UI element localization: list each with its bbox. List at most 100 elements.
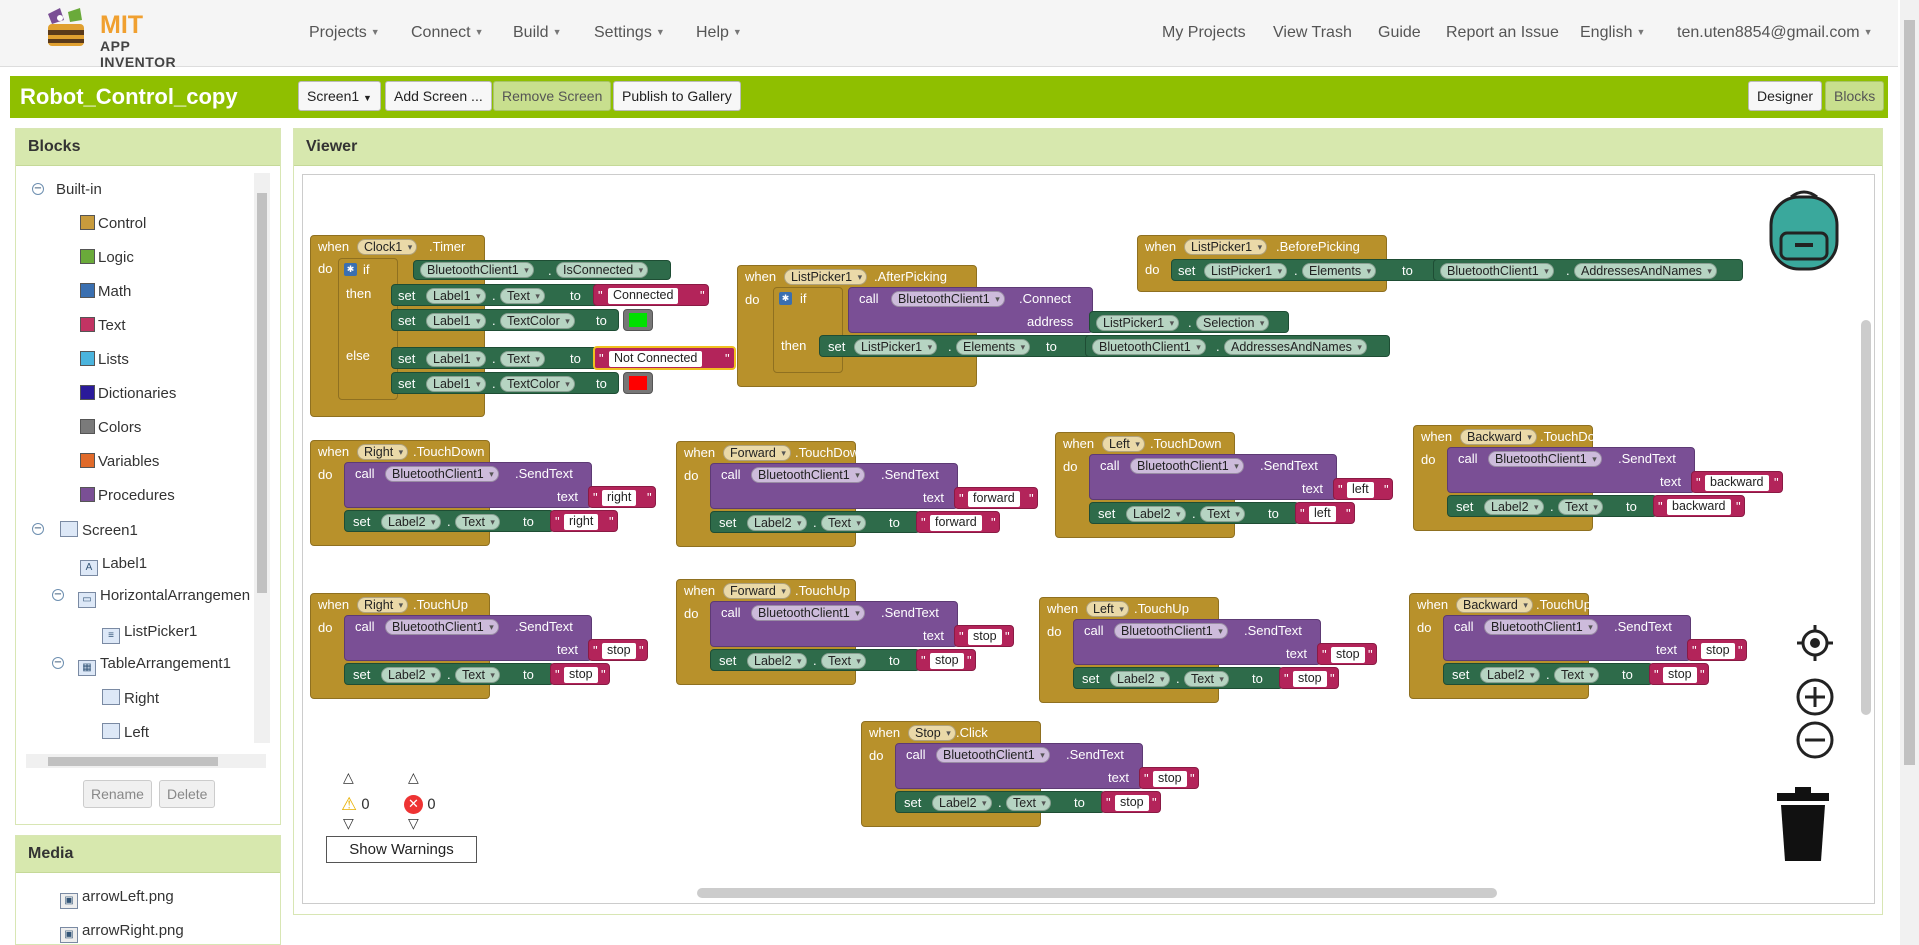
property-dropdown[interactable]: Elements <box>1302 263 1377 279</box>
property-dropdown[interactable]: Text <box>1558 499 1603 515</box>
text-value[interactable]: stop <box>602 643 636 659</box>
backpack-icon[interactable] <box>1761 189 1847 279</box>
property-dropdown[interactable]: Text <box>821 515 866 531</box>
property-dropdown[interactable]: AddressesAndNames <box>1574 263 1717 279</box>
component-dropdown[interactable]: Right <box>357 597 409 613</box>
builtin-category-text[interactable]: Text <box>80 317 126 334</box>
workspace-vertical-scrollbar[interactable] <box>1861 320 1871 715</box>
help-menu[interactable]: Help▼ <box>696 24 742 42</box>
scrollbar-thumb[interactable] <box>48 757 218 766</box>
call-bluetooth-sendtext-block[interactable]: call BluetoothClient1 .SendText text <box>895 743 1143 789</box>
tree-horizontal-scrollbar[interactable] <box>26 754 266 768</box>
text-value[interactable]: right <box>564 514 599 530</box>
property-dropdown[interactable]: Text <box>1184 671 1229 687</box>
remove-screen-button[interactable]: Remove Screen <box>493 81 612 111</box>
call-bluetooth-sendtext-block[interactable]: call BluetoothClient1 .SendText text <box>1089 454 1337 500</box>
text-string-block[interactable]: " stop " <box>1101 791 1161 813</box>
builtin-category-procedures[interactable]: Procedures <box>80 487 175 504</box>
component-dropdown[interactable]: Label2 <box>381 667 441 683</box>
warning-down-arrow-icon[interactable]: ▽ <box>343 816 354 832</box>
tree-item-right[interactable]: Right <box>102 689 159 707</box>
builtin-category-math[interactable]: Math <box>80 283 131 300</box>
builtin-category-variables[interactable]: Variables <box>80 453 159 470</box>
property-dropdown[interactable]: Text <box>1006 795 1051 811</box>
text-value[interactable]: backward <box>1705 475 1769 491</box>
page-vertical-scrollbar[interactable] <box>1900 0 1919 945</box>
tree-item-listpicker1[interactable]: ≡ListPicker1 <box>102 623 197 644</box>
component-dropdown[interactable]: Right <box>357 444 409 460</box>
component-dropdown[interactable]: Label1 <box>426 288 486 304</box>
component-dropdown[interactable]: Label2 <box>747 515 807 531</box>
component-dropdown[interactable]: Clock1 <box>357 239 418 255</box>
listpicker-selection-getter[interactable]: ListPicker1 . Selection <box>1089 311 1289 333</box>
media-file[interactable]: ▣arrowLeft.png <box>60 888 174 909</box>
component-dropdown[interactable]: BluetoothClient1 <box>1130 458 1244 474</box>
component-dropdown[interactable]: BluetoothClient1 <box>751 467 865 483</box>
account-menu[interactable]: ten.uten8854@gmail.com▼ <box>1677 24 1873 42</box>
zoom-in-icon[interactable] <box>1795 677 1835 721</box>
settings-menu[interactable]: Settings▼ <box>594 24 665 42</box>
property-dropdown[interactable]: Text <box>500 351 545 367</box>
collapse-icon[interactable]: − <box>32 523 44 535</box>
component-dropdown[interactable]: Label1 <box>426 376 486 392</box>
text-string-block[interactable]: " backward " <box>1653 495 1745 517</box>
builtin-category-colors[interactable]: Colors <box>80 419 141 436</box>
set-label2-text-block[interactable]: set Label2 . Text to <box>1443 663 1653 685</box>
property-dropdown[interactable]: Text <box>821 653 866 669</box>
show-warnings-button[interactable]: Show Warnings <box>326 836 477 863</box>
call-bluetooth-sendtext-block[interactable]: call BluetoothClient1 .SendText text <box>1073 619 1321 665</box>
property-dropdown[interactable]: Text <box>455 667 500 683</box>
text-string-block[interactable]: " stop " <box>1279 667 1339 689</box>
recenter-icon[interactable] <box>1795 623 1835 667</box>
bluetooth-addresses-getter[interactable]: BluetoothClient1 . AddressesAndNames <box>1085 335 1390 357</box>
component-dropdown[interactable]: BluetoothClient1 <box>1484 619 1598 635</box>
component-dropdown[interactable]: BluetoothClient1 <box>1488 451 1602 467</box>
tree-vertical-scrollbar[interactable] <box>254 173 270 743</box>
mutator-gear-icon[interactable]: ✱ <box>779 292 792 305</box>
text-string-block[interactable]: " Connected " <box>593 284 709 306</box>
workspace-horizontal-scrollbar[interactable] <box>697 888 1497 898</box>
call-bluetooth-sendtext-block[interactable]: call BluetoothClient1 .SendText text <box>344 615 592 661</box>
component-dropdown[interactable]: Label2 <box>1110 671 1170 687</box>
component-dropdown[interactable]: BluetoothClient1 <box>891 291 1005 307</box>
scrollbar-thumb[interactable] <box>1904 20 1915 765</box>
builtin-category-control[interactable]: Control <box>80 215 146 232</box>
component-dropdown[interactable]: Label2 <box>1484 499 1544 515</box>
builtin-category-logic[interactable]: Logic <box>80 249 134 266</box>
component-dropdown[interactable]: Label1 <box>426 313 486 329</box>
text-string-block[interactable]: " left " <box>1333 478 1393 500</box>
color-block[interactable] <box>623 372 653 394</box>
blocks-button[interactable]: Blocks <box>1825 81 1885 111</box>
text-value[interactable]: stop <box>564 667 598 683</box>
view-trash-link[interactable]: View Trash <box>1273 24 1352 41</box>
builtin-category-lists[interactable]: Lists <box>80 351 129 368</box>
set-label2-text-block[interactable]: set Label2 . Text to <box>895 791 1105 813</box>
text-value[interactable]: Not Connected <box>609 351 703 367</box>
call-bluetooth-sendtext-block[interactable]: call BluetoothClient1 .SendText text <box>344 462 592 508</box>
bluetooth-addresses-getter[interactable]: BluetoothClient1 . AddressesAndNames <box>1433 259 1743 281</box>
property-dropdown[interactable]: TextColor <box>500 376 575 392</box>
set-label2-text-block[interactable]: set Label2 . Text to <box>710 649 920 671</box>
property-dropdown[interactable]: IsConnected <box>556 262 649 278</box>
component-dropdown[interactable]: BluetoothClient1 <box>1092 339 1206 355</box>
report-issue-link[interactable]: Report an Issue <box>1446 24 1559 41</box>
text-value[interactable]: right <box>602 490 637 506</box>
component-dropdown[interactable]: Backward <box>1456 597 1533 613</box>
text-value[interactable]: stop <box>1663 667 1697 683</box>
text-value[interactable]: stop <box>930 653 964 669</box>
red-color-swatch[interactable] <box>629 376 647 390</box>
color-block[interactable] <box>623 309 653 331</box>
tree-item-table-arrangement[interactable]: ▦TableArrangement1 <box>78 655 231 676</box>
set-label2-text-block[interactable]: set Label2 . Text to <box>1447 495 1657 517</box>
text-string-block[interactable]: " right " <box>550 510 618 532</box>
if-block[interactable]: ✱ if then <box>773 287 843 373</box>
component-dropdown[interactable]: BluetoothClient1 <box>1440 263 1554 279</box>
text-string-block[interactable]: " left " <box>1295 502 1355 524</box>
collapse-icon[interactable]: − <box>52 657 64 669</box>
call-bluetooth-connect-block[interactable]: call BluetoothClient1 .Connect address <box>848 287 1093 333</box>
set-label2-text-block[interactable]: set Label2 . Text to <box>344 663 554 685</box>
designer-button[interactable]: Designer <box>1748 81 1823 111</box>
text-string-block[interactable]: " stop " <box>1317 643 1377 665</box>
set-label2-text-block[interactable]: set Label2 . Text to <box>344 510 554 532</box>
collapse-icon[interactable]: − <box>52 589 64 601</box>
